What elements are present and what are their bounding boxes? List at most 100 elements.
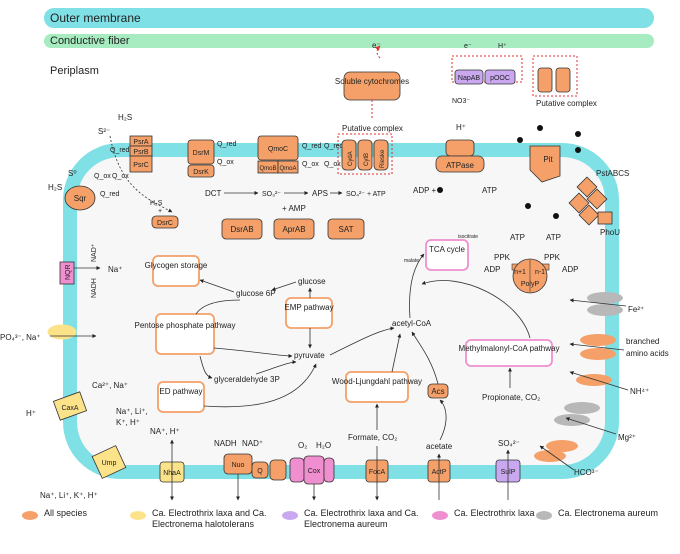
qmo-qox-label: Q_ox <box>302 161 319 168</box>
legend-text: Ca. Electronema aureum <box>558 508 659 518</box>
so4-atp-label: SO₄²⁻ + ATP <box>346 191 386 198</box>
legend-item-aureum: Ca. Electronema aureum <box>558 508 658 519</box>
pooc-label: pOOC <box>490 75 510 82</box>
electron-label-3: H⁺ <box>498 43 507 50</box>
dsrm-qox-label: Q_ox <box>217 159 234 166</box>
legend-text: Ca. Electrothrix laxa and Ca. <box>152 508 267 518</box>
rieske-box <box>373 139 389 171</box>
aprab-label: AprAB <box>282 225 305 234</box>
acs-label: Acs <box>431 387 444 396</box>
qmoa-box <box>277 160 299 174</box>
nqr-nadh-label: NADH <box>91 278 98 298</box>
nhaa-na-h-label: NA⁺, H⁺ <box>150 427 180 436</box>
dsrm-label: DsrM <box>193 150 210 157</box>
atpase-atp-label: ATP <box>482 186 497 195</box>
glgn-box-1 <box>537 67 553 93</box>
sat-label: SAT <box>339 225 354 234</box>
inner-membrane <box>63 143 619 479</box>
wood-label: Wood-Ljungdahl pathway <box>332 377 422 386</box>
ump-box <box>91 445 127 479</box>
h2o-label: H₂O <box>316 441 331 450</box>
legend-swatch-aureum-laxa <box>282 511 298 520</box>
ump-ions2-label: K⁺, H⁺ <box>116 418 140 427</box>
glgn-box-2 <box>555 67 571 93</box>
sulp-so4-label: SO₄²⁻ <box>498 439 520 448</box>
polyp-atp1-label: ATP <box>510 233 525 242</box>
pit-protein <box>529 145 561 183</box>
sqr-protein <box>64 185 96 211</box>
polyp-adp2-label: ADP <box>562 265 578 274</box>
isocitrate-label: isocitrate <box>458 234 478 240</box>
ump-ions-out-label: Na⁺, Li⁺, K⁺, H⁺ <box>40 491 98 500</box>
so3-label: SO₃²⁻ <box>262 191 281 198</box>
qmoa-label: QmoA <box>279 166 296 172</box>
legend-text: Ca. Electrothrix laxa <box>454 508 535 518</box>
sqr-qred-label: Q_red <box>100 191 120 198</box>
carbon-metabolism: Glycogen storage glucose 6P glucose EMP … <box>135 234 560 451</box>
po4-transporter <box>47 324 77 340</box>
nqr-box <box>59 261 75 285</box>
electron-label-2: e⁻ <box>464 43 472 50</box>
sqr-label: Sqr <box>74 194 87 203</box>
legend-text: Electronema aureum <box>304 519 388 529</box>
ppk2-label: PPK <box>544 253 561 262</box>
adp-pi-label: ADP + <box>413 186 437 195</box>
dsrc-label: DsrC <box>157 220 173 227</box>
q-box <box>251 461 269 479</box>
sat-box <box>327 218 365 240</box>
legend-item-aureum-laxa: Ca. Electrothrix laxa and Ca.Electronema… <box>304 508 419 530</box>
mg-label: Mg²⁺ <box>618 433 636 442</box>
propionate-label: Propionate, CO₂ <box>482 393 540 402</box>
wood-box <box>345 371 409 403</box>
ump-label: Ump <box>102 460 117 467</box>
phou-label: PhoU <box>600 228 620 237</box>
nh-label: NH⁴⁺ <box>630 387 649 396</box>
phosphate-group: Pit PstABCS PhoU <box>517 125 629 237</box>
acetylcoa-label: acetyl-CoA <box>392 319 432 328</box>
caxa-h-label: H⁺ <box>26 409 36 418</box>
legend-swatch-all-species <box>22 511 38 520</box>
sulfur-oxidation-group: H₂S S²⁻ PsrA PsrB PsrC Q_red Q_ox S⁰ H₂S… <box>48 113 393 240</box>
fe-label: Fe²⁺ <box>628 305 644 314</box>
rieske-label: Rieske <box>380 149 386 168</box>
soluble-cytochromes-group: e⁻ Soluble cytochromes Putative complex <box>335 41 409 133</box>
legend-item-halotolerans: Ca. Electrothrix laxa and Ca.Electronema… <box>152 508 267 530</box>
po4-label: PO₄³⁻, Na⁺ <box>0 333 41 342</box>
qmo-qred-label: Q_red <box>302 143 322 150</box>
left-transporters: NQR Na⁺ NADH NAD⁺ PO₄³⁻, Na⁺ Ca²⁺, Na⁺ C… <box>0 243 148 500</box>
amp-label: + AMP <box>282 204 306 213</box>
legend-text: Electronema halotolerans <box>152 519 255 529</box>
nqr-label: NQR <box>65 264 72 280</box>
outer-membrane-band: Outer membrane <box>44 8 654 28</box>
nuo-label: Nuo <box>232 462 245 469</box>
dsrk-box <box>187 164 215 178</box>
aps-label: APS <box>312 189 328 198</box>
dsrab-label: DsrAB <box>230 225 253 234</box>
tca-box <box>425 239 469 271</box>
putative-complex-label: Putative complex <box>342 124 403 133</box>
glgn-group: Putative complex <box>532 55 597 108</box>
polyp-n1a-label: n+1 <box>514 269 526 276</box>
ed-label: ED pathway <box>159 387 202 396</box>
dsrab-box <box>221 218 263 240</box>
glycogen-label: Glycogen storage <box>145 261 208 270</box>
nqr-na-label: Na⁺ <box>108 265 122 274</box>
dct-label: DCT <box>205 189 222 198</box>
glucose6p-label: glucose 6P <box>236 289 276 298</box>
napab-pooc-group: e⁻ H⁺ NapAB pOOC NO3⁻ <box>451 43 523 105</box>
phou-box <box>597 211 613 225</box>
cyd-qox-label: Q_ox <box>324 161 341 168</box>
ppp-label: Pentose phosphate pathway <box>135 321 236 330</box>
putative-complex-2-label: Putative complex <box>536 99 597 108</box>
electron-label-1: e⁻ <box>372 41 381 50</box>
nuo-nadh-label: NADH <box>214 439 237 448</box>
periplasm-label: Periplasm <box>50 65 99 77</box>
mmcoa-box <box>465 339 553 367</box>
caxa-box <box>52 391 88 421</box>
cytb-box <box>357 139 373 171</box>
atpase-box <box>435 155 485 173</box>
atpase-label: ATPase <box>446 161 474 170</box>
ca-na-label: Ca²⁺, Na⁺ <box>92 381 128 390</box>
g3p-label: glyceraldehyde 3P <box>214 375 280 384</box>
h2s-label: H₂S <box>118 113 132 122</box>
